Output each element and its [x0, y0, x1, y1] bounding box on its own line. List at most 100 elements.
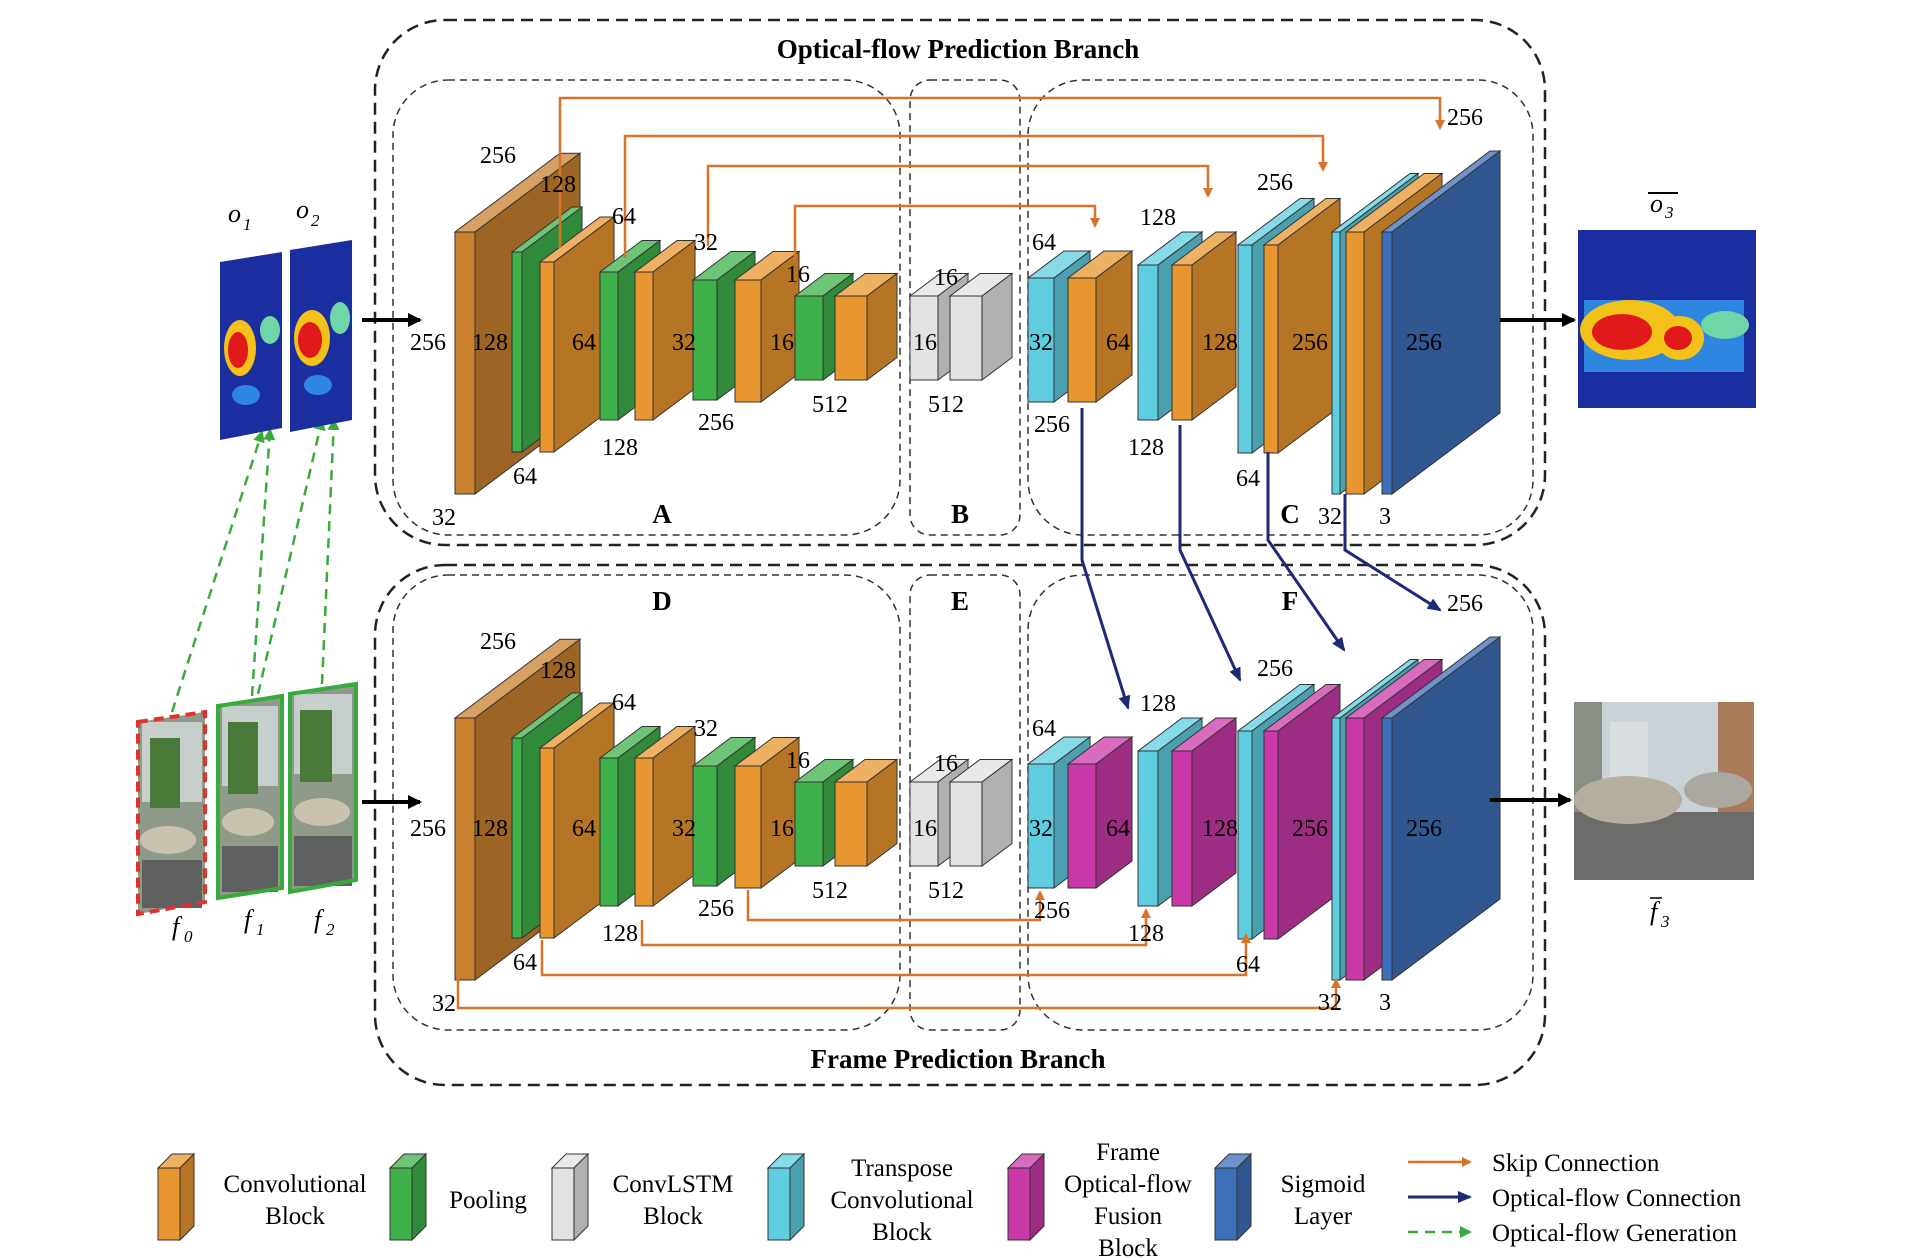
bottom-convlstm-channels: 512	[928, 878, 964, 904]
top-dec-width-64: 64	[1032, 230, 1056, 256]
bottom-conv-block-64	[633, 725, 697, 907]
top-dec-height-32: 32	[1029, 330, 1053, 356]
top-dec-height-256: 256	[1292, 330, 1328, 356]
bottom-channels-512: 512	[812, 878, 848, 904]
legend-text-4-2: Convolutional	[830, 1187, 973, 1214]
flow-o1-label: o	[228, 199, 241, 228]
dimension-labels: 256 128 64 32 16 256 128 64 32 16 32 64 128 256 512 16 1…	[410, 105, 1483, 1017]
legend-text-3-2: Block	[643, 1203, 703, 1230]
frame-f1-sub: 1	[256, 920, 265, 939]
output-frame-f3	[1574, 702, 1754, 880]
top-height-256: 256	[410, 330, 446, 356]
bottom-height-128: 128	[472, 816, 508, 842]
bottom-dec-channels-256: 256	[1034, 898, 1070, 924]
top-branch-frame	[373, 18, 1547, 547]
bottom-fusion-block-256	[1262, 683, 1342, 940]
bottom-width-16: 16	[786, 748, 810, 774]
bottom-sigmoid-layer	[1380, 636, 1502, 981]
legend-arrow-label-2: Optical-flow Connection	[1492, 1185, 1742, 1212]
top-dec-channels-128: 128	[1128, 435, 1164, 461]
top-skip-connection-2	[623, 134, 1328, 258]
top-sigmoid-layer	[1380, 150, 1502, 495]
bottom-dec-width-128: 128	[1140, 691, 1176, 717]
top-convlstm-height: 16	[913, 330, 937, 356]
frame-f2-label: f	[314, 905, 325, 934]
section-a-frame	[392, 79, 901, 536]
legend-text-2-1: Pooling	[449, 1187, 527, 1214]
top-conv-block-64	[633, 239, 697, 421]
top-convlstm-width: 16	[934, 265, 958, 291]
bottom-channels-128: 128	[602, 921, 638, 947]
bottom-dec-channels-64: 64	[1236, 952, 1260, 978]
legend-text-4-1: Transpose	[851, 1155, 953, 1182]
top-height-16: 16	[770, 330, 794, 356]
top-dec-channels-256: 256	[1034, 412, 1070, 438]
top-dec-channels-32: 32	[1318, 504, 1342, 530]
input-frame-f2	[288, 681, 358, 895]
flow-o2-label: o	[296, 195, 309, 224]
input-frame-f1	[216, 693, 284, 901]
bottom-dec-channels-3: 3	[1379, 990, 1391, 1016]
top-width-256: 256	[480, 143, 516, 169]
section-label-b: B	[951, 499, 969, 529]
frame-f1-label: f	[244, 905, 255, 934]
bottom-channels-32: 32	[432, 991, 456, 1017]
top-channels-64: 64	[513, 464, 537, 490]
top-dec-height-64: 64	[1106, 330, 1130, 356]
flow-output-sub: 3	[1664, 203, 1674, 222]
top-dec-width-256: 256	[1257, 170, 1293, 196]
legend-text-3-1: ConvLSTM	[613, 1171, 734, 1198]
flow-o2-sub: 2	[311, 211, 320, 230]
bottom-dec-height-64: 64	[1106, 816, 1130, 842]
section-d-frame	[392, 574, 901, 1031]
bottom-dec-channels-128: 128	[1128, 921, 1164, 947]
input-frame-f0	[136, 709, 207, 917]
top-width-128: 128	[540, 172, 576, 198]
frame-f0-sub: 0	[184, 927, 193, 946]
section-label-a: A	[652, 499, 672, 529]
top-width-64: 64	[612, 204, 636, 230]
input-flow-o1	[220, 252, 282, 440]
top-conv-block-16	[833, 272, 899, 381]
top-conv-block-32	[733, 250, 801, 403]
legend-arrow-label-3: Optical-flow Generation	[1492, 1220, 1738, 1247]
flow-connection-1	[1080, 408, 1131, 710]
top-dec-channels-64: 64	[1236, 466, 1260, 492]
bottom-dec-width-256b: 256	[1447, 591, 1483, 617]
frame-output-sub: 3	[1660, 912, 1670, 931]
flow-o1-sub: 1	[243, 215, 252, 234]
bottom-dec-height-256: 256	[1292, 816, 1328, 842]
legend-text-4-3: Block	[872, 1219, 932, 1246]
top-branch-title: Optical-flow Prediction Branch	[777, 34, 1139, 64]
legend-arrow-label-1: Skip Connection	[1492, 1150, 1660, 1177]
bottom-dec-height-32: 32	[1029, 816, 1053, 842]
top-skip-connection-3	[706, 164, 1213, 246]
bottom-fusion-block-128	[1170, 717, 1238, 907]
legend-item-3: ConvLSTM Block	[550, 1152, 734, 1242]
top-height-128: 128	[472, 330, 508, 356]
bottom-skip-connection-1	[746, 890, 1045, 922]
flow-connection-3	[1266, 452, 1346, 652]
bottom-branch-frame	[373, 563, 1547, 1087]
section-label-d: D	[652, 586, 672, 616]
input-flow-o2	[290, 240, 352, 432]
top-skip-connection-4	[793, 204, 1100, 262]
bottom-height-256: 256	[410, 816, 446, 842]
bottom-height-32: 32	[672, 816, 696, 842]
flow-generation-1	[170, 430, 265, 713]
legend-text-5-3: Fusion	[1094, 1203, 1163, 1230]
bottom-dec-channels-32: 32	[1318, 990, 1342, 1016]
bottom-convlstm-block-2	[948, 758, 1014, 867]
bottom-width-64: 64	[612, 690, 636, 716]
flow-generation-4	[320, 418, 340, 685]
flow-connection-4	[1343, 494, 1442, 612]
frame-f2-sub: 2	[326, 920, 335, 939]
legend-item-2: Pooling	[388, 1152, 527, 1242]
top-dec-height-128: 128	[1202, 330, 1238, 356]
section-label-f: F	[1282, 586, 1299, 616]
frame-f0-label: f	[172, 912, 183, 941]
bottom-width-128: 128	[540, 658, 576, 684]
